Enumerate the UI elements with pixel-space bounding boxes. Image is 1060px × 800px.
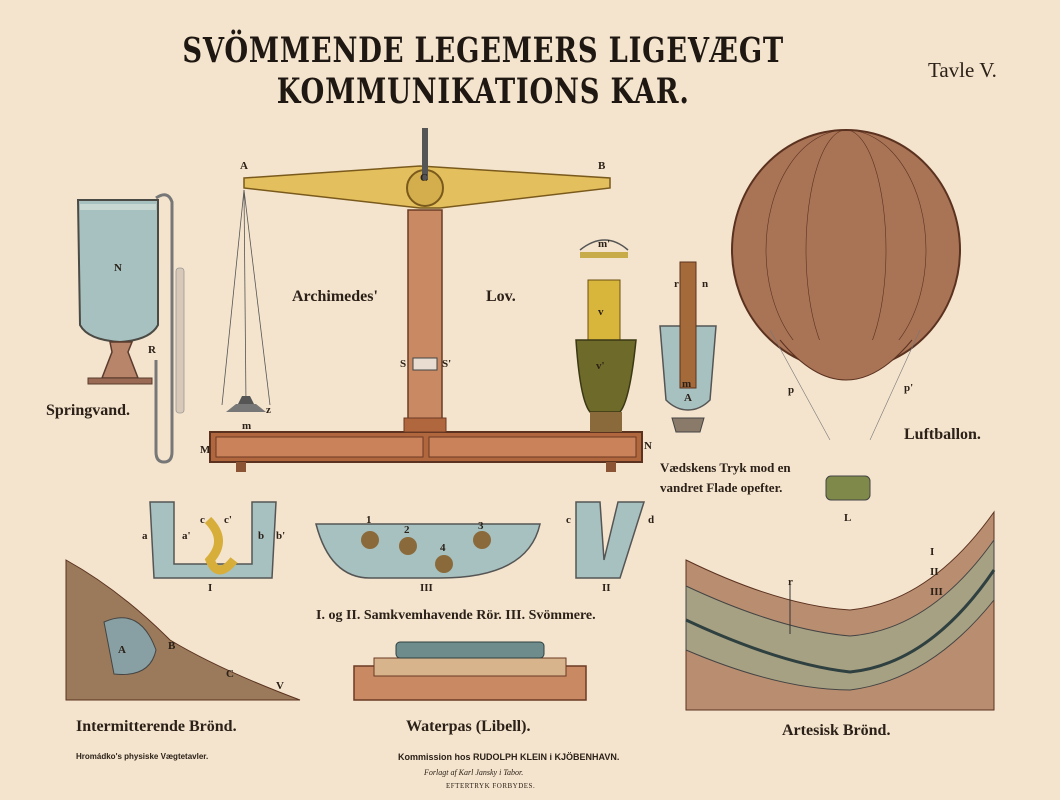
label-z: z	[266, 404, 271, 416]
label-r-rod: r	[674, 278, 679, 290]
label-m-rod: m	[682, 378, 692, 390]
caption-vessels: I. og II. Samkvemhavende Rör. III. Svömm…	[316, 608, 596, 623]
label-roman-i: I	[208, 582, 213, 594]
label-roman-ii: II	[602, 582, 611, 594]
label-c: C	[420, 172, 428, 184]
label-v-prime: v'	[596, 360, 605, 372]
footer-publisher: Forlagt af Karl Jansky i Tabor.	[424, 768, 524, 777]
label-r: R	[148, 344, 156, 356]
plate-number: Tavle V.	[928, 58, 997, 82]
label-a: A	[240, 160, 248, 172]
label-b: B	[598, 160, 606, 172]
label-b-tube: b	[258, 530, 265, 542]
label-l: L	[844, 512, 852, 524]
label-c-vessel: c	[566, 514, 571, 526]
spirit-level	[353, 641, 587, 701]
label-m-prime: m'	[598, 238, 611, 250]
label-layer-ii: II	[930, 566, 939, 578]
caption-pressure-line-2: vandret Flade opefter.	[660, 480, 783, 495]
label-a-well: A	[118, 644, 126, 656]
label-v-well: V	[276, 680, 284, 692]
label-b-prime-tube: b'	[276, 530, 286, 542]
label-b-well: B	[168, 640, 176, 652]
hot-air-balloon	[731, 129, 961, 501]
page-title: SVÖMMENDE LEGEMERS LIGEVÆGT KOMMUNIKATIO…	[182, 30, 785, 112]
caption-artesian: Artesisk Brönd.	[782, 722, 891, 739]
intermittent-well-section	[65, 559, 301, 701]
label-p: p	[788, 384, 795, 396]
footer-series: Hromádko's physiske Vægtetavler.	[76, 752, 209, 761]
label-m-base: M	[200, 444, 211, 456]
caption-luftballon: Luftballon.	[904, 426, 981, 443]
label-n: N	[114, 262, 122, 274]
label-r-artesian: r	[788, 576, 793, 588]
label-n-base: N	[644, 440, 652, 452]
label-roman-iii: III	[420, 582, 433, 594]
caption-archimedes: Archimedes'	[292, 288, 378, 305]
label-c-well: C	[226, 668, 234, 680]
label-layer-iii: III	[930, 586, 943, 598]
archimedes-balance	[209, 128, 643, 472]
label-v: v	[598, 306, 604, 318]
footer-commission: Kommission hos RUDOLPH KLEIN i KJÖBENHAV…	[398, 752, 620, 762]
label-n-rod: n	[702, 278, 709, 290]
label-s: S	[400, 358, 407, 370]
label-float-2: 2	[404, 524, 410, 536]
label-a-jar: A	[684, 392, 692, 404]
label-c-prime-tube: c'	[224, 514, 232, 526]
label-p-prime: p'	[904, 382, 914, 394]
label-a-prime-tube: a'	[182, 530, 191, 542]
caption-intermittent: Intermitterende Brönd.	[76, 718, 237, 735]
communicating-vessels	[149, 501, 646, 579]
caption-waterpas: Waterpas (Libell).	[406, 718, 531, 735]
label-s-prime: S'	[442, 358, 452, 370]
footer-rights: EFTERTRYK FORBYDES.	[446, 782, 536, 790]
label-layer-i: I	[930, 546, 935, 558]
label-float-3: 3	[478, 520, 484, 532]
label-a-tube: a	[142, 530, 148, 542]
caption-lov: Lov.	[486, 288, 516, 305]
label-float-1: 1	[366, 514, 372, 526]
label-c-tube: c	[200, 514, 205, 526]
caption-pressure-line-1: Vædskens Tryk mod en	[660, 460, 791, 475]
label-d-vessel: d	[648, 514, 655, 526]
label-m: m	[242, 420, 252, 432]
caption-springvand: Springvand.	[46, 402, 131, 419]
pressure-jar	[659, 261, 717, 433]
fountain-vessel	[76, 193, 185, 464]
label-float-4: 4	[440, 542, 446, 554]
artesian-well-section	[685, 510, 996, 711]
